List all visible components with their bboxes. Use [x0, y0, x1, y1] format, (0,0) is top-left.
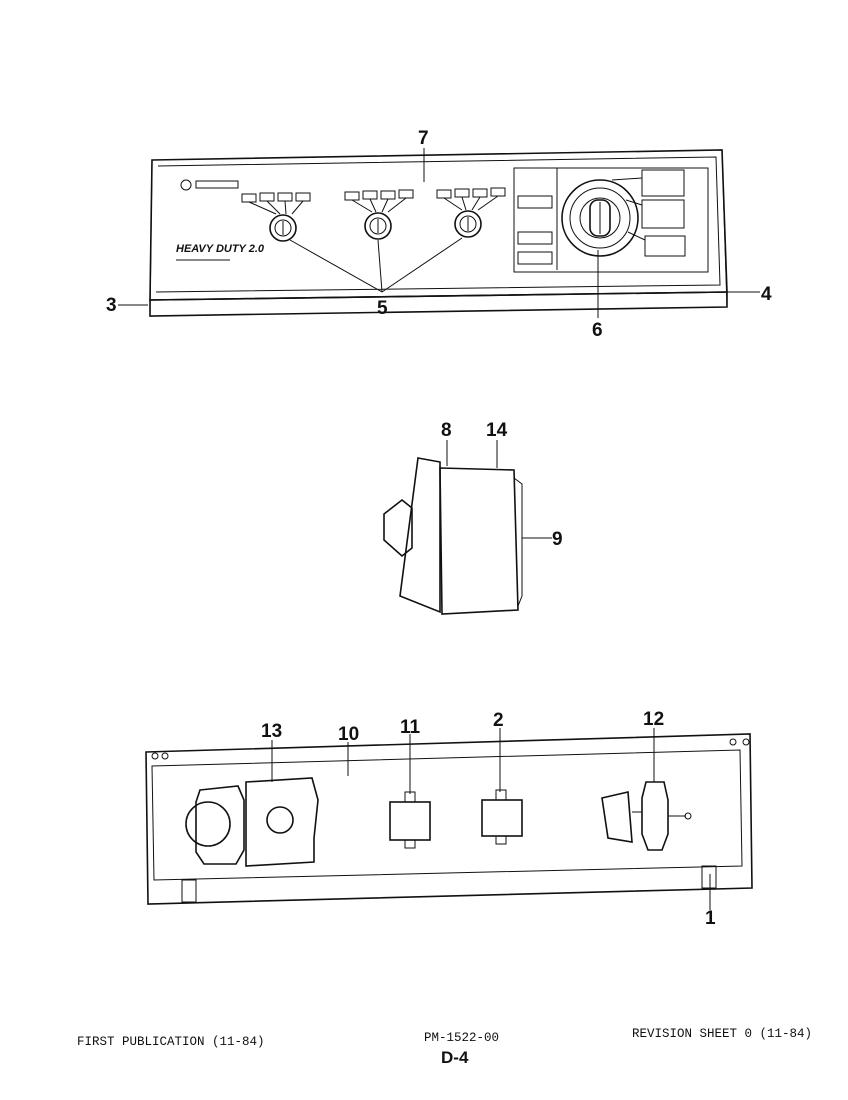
footer-page-number: D-4 [441, 1048, 469, 1067]
switch-side-view [383, 440, 552, 615]
footer-revision-sheet: REVISION SHEET 0 (11-84) [632, 1027, 813, 1041]
footer-part-number: PM-1522-00 [424, 1031, 500, 1045]
callout-12: 12 [643, 709, 664, 730]
callout-11: 11 [400, 717, 421, 738]
timer-dial-area [513, 167, 709, 273]
callout-1: 1 [705, 908, 716, 929]
selector-knob-3 [436, 187, 506, 238]
control-panel-front: HEAVY DUTY 2.0 [118, 148, 760, 318]
callout-5: 5 [377, 298, 388, 319]
footer-first-publication: FIRST PUBLICATION (11-84) [77, 1035, 265, 1049]
callout-8: 8 [441, 420, 452, 441]
control-panel-rear [145, 728, 753, 910]
callout-14: 14 [486, 420, 508, 441]
callout-2: 2 [493, 710, 504, 731]
callout-3: 3 [106, 295, 117, 316]
brand-text: HEAVY DUTY 2.0 [176, 243, 265, 255]
selector-knob-2 [344, 189, 414, 240]
callout-9: 9 [552, 529, 563, 550]
callouts: 1 2 3 4 5 6 7 8 9 10 11 12 13 14 [106, 128, 772, 929]
selector-knob-1 [241, 192, 311, 242]
timer-motor [185, 777, 319, 867]
callout-6: 6 [592, 320, 603, 341]
callout-7: 7 [418, 128, 429, 149]
timer-12 [601, 781, 692, 851]
brand-logo: HEAVY DUTY 2.0 [176, 179, 265, 261]
callout-10: 10 [338, 724, 359, 745]
switch-11 [389, 791, 431, 849]
switch-2 [481, 789, 523, 845]
callout-13: 13 [261, 721, 282, 742]
callout-4: 4 [761, 284, 772, 305]
